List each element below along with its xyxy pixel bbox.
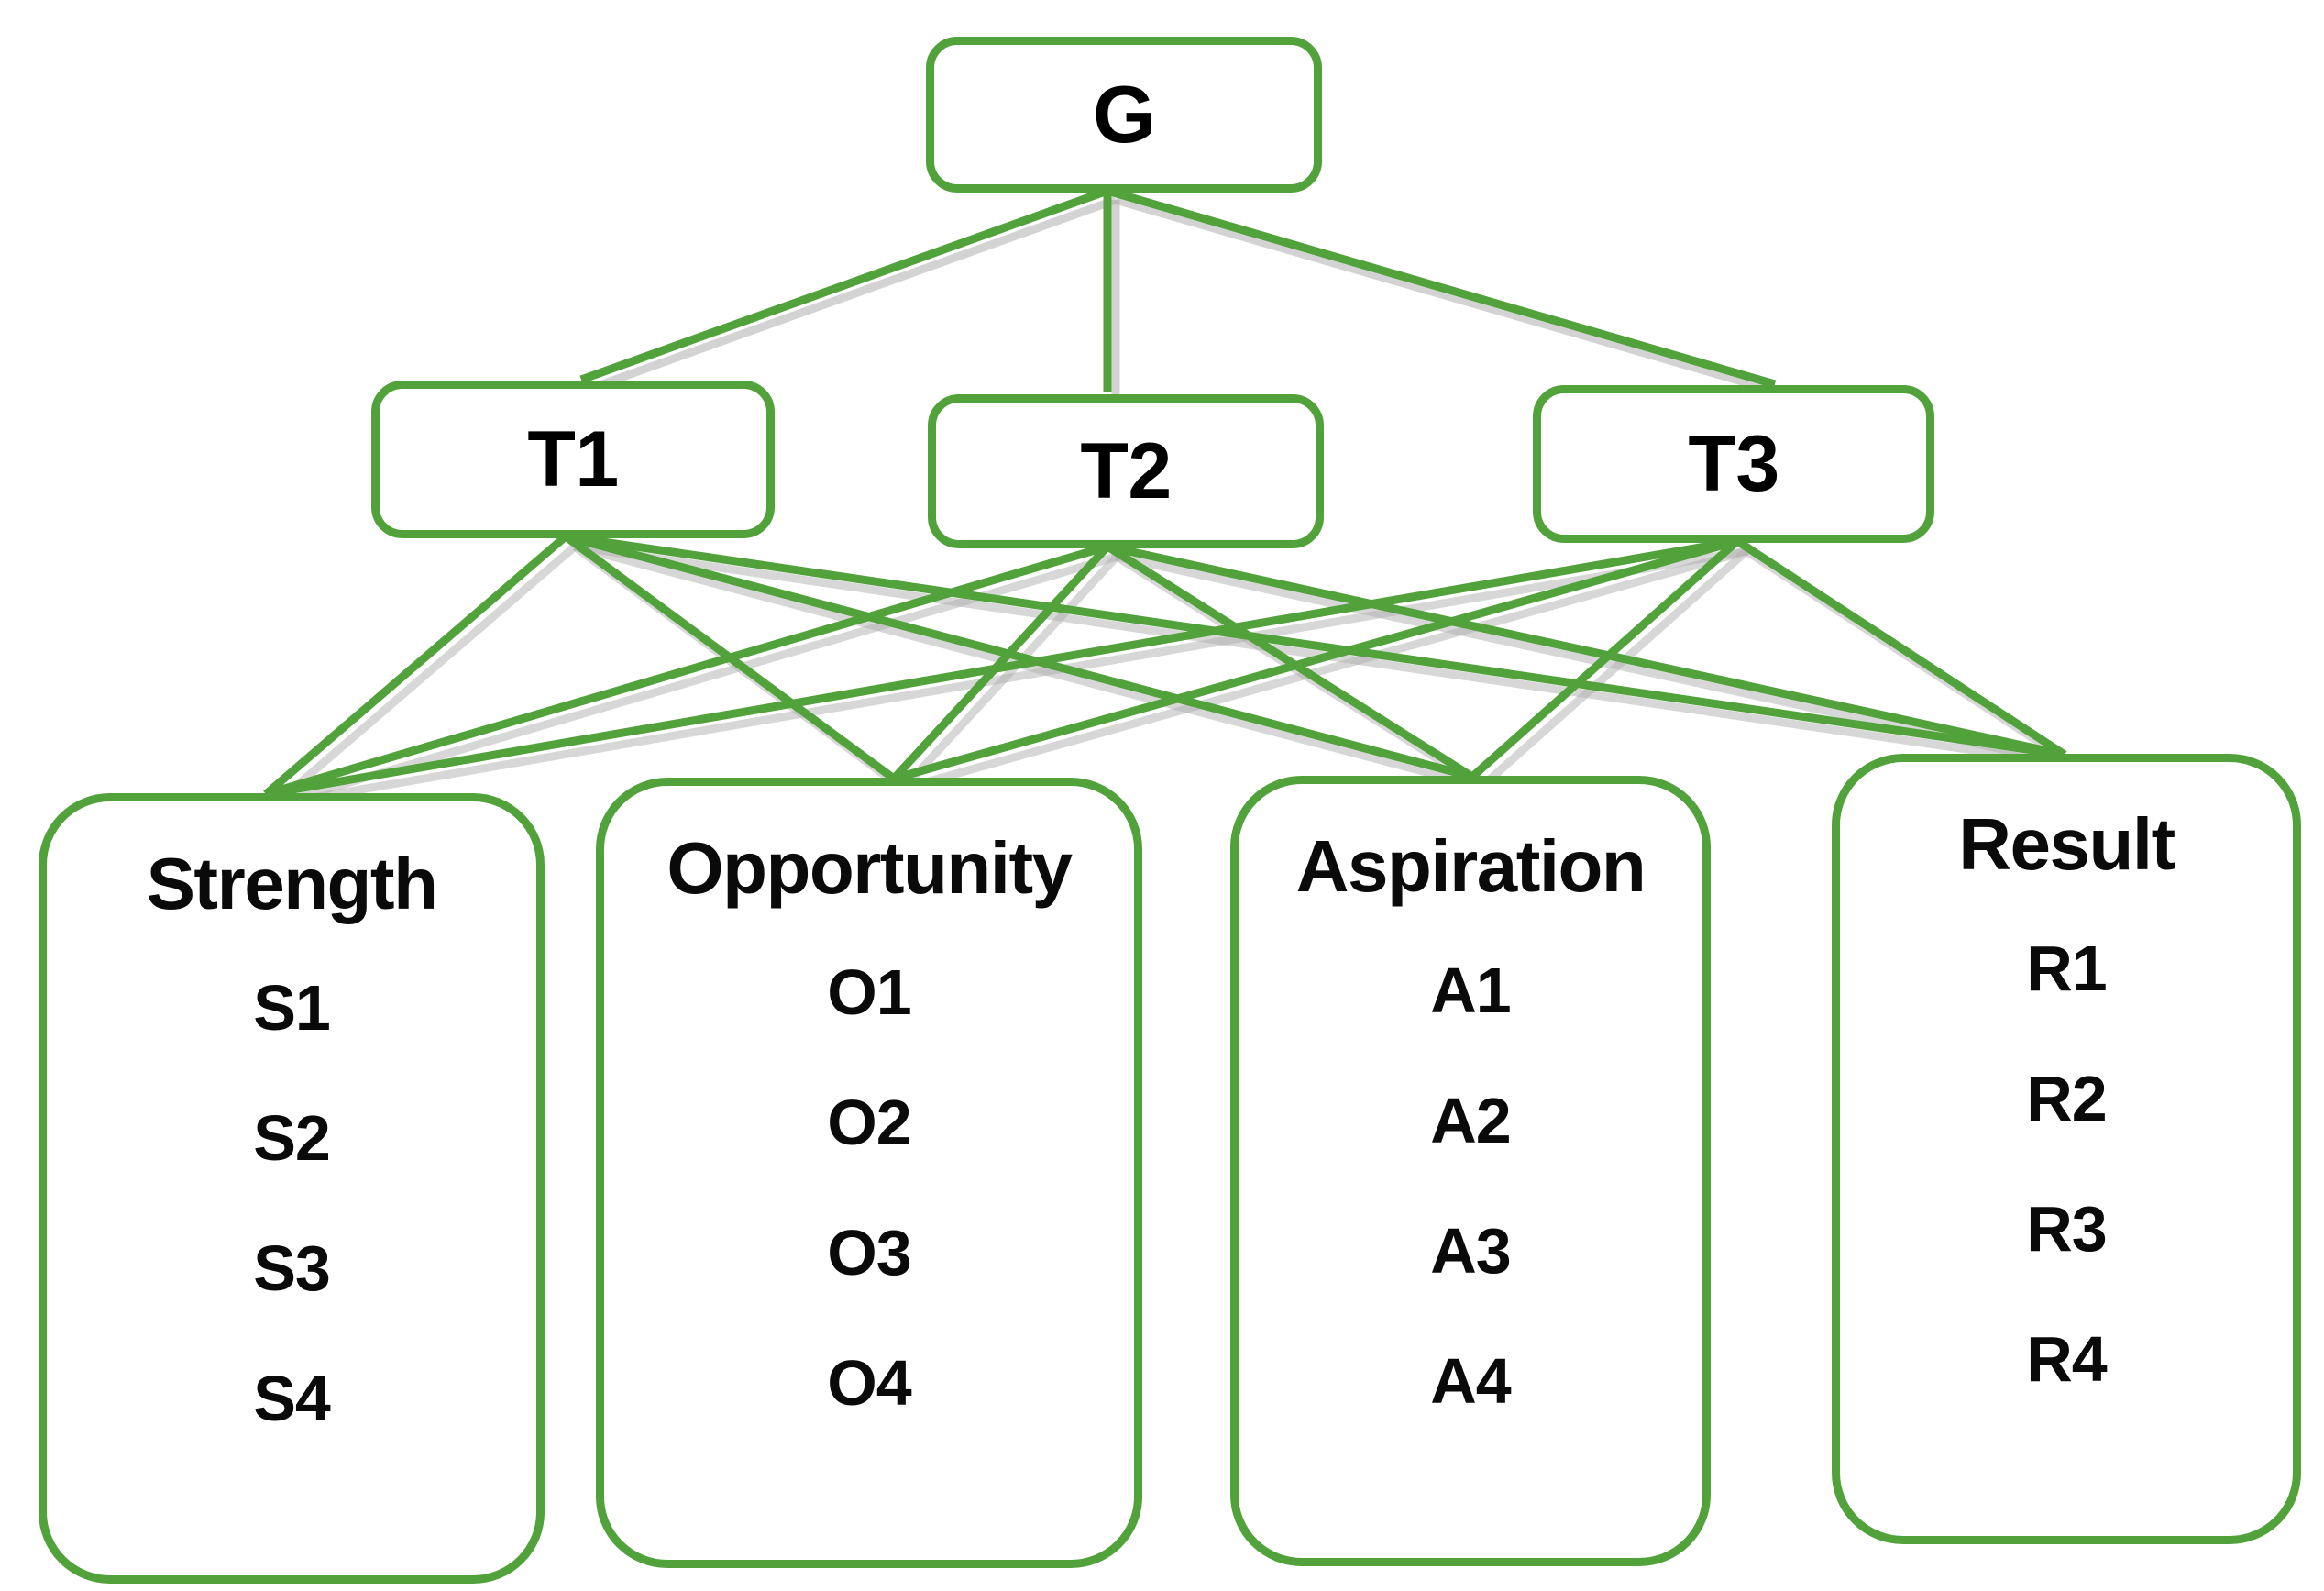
edge-t3-to-result — [1735, 537, 2067, 758]
edge-t3-to-opportunity — [892, 536, 1739, 783]
criteria-node-t3[interactable]: T3 — [1533, 385, 1934, 543]
category-item: S2 — [253, 1102, 331, 1174]
edge-shadow — [273, 552, 1118, 809]
category-title: Result — [1958, 803, 2175, 885]
edge-g-to-t3 — [1106, 186, 1777, 389]
edge-shadow — [274, 547, 1747, 809]
category-box-aspiration[interactable]: Aspiration A1 A2 A3 A4 — [1230, 776, 1711, 1566]
category-item-list: R1 R2 R3 R4 — [1840, 887, 2293, 1391]
criteria-node-label: T3 — [1688, 420, 1779, 508]
edge-t2-to-aspiration — [1105, 543, 1475, 780]
category-item: R1 — [2026, 933, 2107, 1004]
edge-shadow — [574, 542, 2075, 769]
criteria-node-t2[interactable]: T2 — [928, 394, 1324, 548]
category-item-list: O1 O2 O3 O4 — [604, 911, 1134, 1415]
edge-g-to-t1 — [579, 186, 1109, 384]
criteria-node-t1[interactable]: T1 — [371, 381, 775, 538]
category-item: A4 — [1430, 1345, 1511, 1417]
category-item: R3 — [2026, 1193, 2107, 1265]
category-item-list: S1 S2 S3 S4 — [47, 926, 536, 1431]
goal-node-label: G — [1093, 69, 1155, 160]
edge-shadow — [1479, 547, 1749, 790]
category-item: S4 — [253, 1363, 331, 1434]
edge-shadow — [573, 542, 1483, 791]
edge-t2-to-result — [1107, 542, 2065, 759]
category-item: O2 — [827, 1087, 911, 1158]
category-item: S3 — [253, 1232, 331, 1304]
edge-shadow — [1116, 552, 2075, 769]
edge-shadow — [899, 553, 1120, 792]
category-box-strength[interactable]: Strength S1 S2 S3 S4 — [39, 793, 545, 1584]
edge-t1-to-opportunity — [563, 533, 897, 782]
category-item: S1 — [253, 972, 331, 1044]
category-box-opportunity[interactable]: Opportunity O1 O2 O3 O4 — [596, 778, 1142, 1568]
edge-shadow — [1744, 547, 2076, 768]
edge-shadow — [272, 543, 578, 808]
edge-t3-to-aspiration — [1470, 537, 1740, 780]
edge-shadow — [588, 195, 1118, 393]
category-item: O3 — [827, 1217, 911, 1288]
category-item: R2 — [2026, 1063, 2107, 1134]
criteria-node-label: T1 — [527, 415, 619, 503]
edge-shadow — [572, 543, 906, 792]
category-title: Opportunity — [666, 827, 1073, 909]
category-title: Strength — [146, 843, 438, 924]
edge-t1-to-strength — [263, 533, 568, 798]
edge-shadow — [1114, 195, 1785, 398]
category-item: A1 — [1430, 955, 1511, 1026]
edge-shadow — [901, 547, 1748, 793]
edge-shadow — [1114, 553, 1484, 790]
category-item: O1 — [827, 956, 911, 1028]
edge-t1-to-aspiration — [564, 532, 1474, 781]
edge-t2-to-strength — [264, 542, 1109, 799]
criteria-node-label: T2 — [1080, 427, 1172, 515]
category-item: O4 — [827, 1347, 911, 1419]
category-item-list: A1 A2 A3 A4 — [1239, 909, 1702, 1413]
category-item: A2 — [1430, 1085, 1511, 1156]
edge-t3-to-strength — [265, 536, 1738, 799]
category-title: Aspiration — [1295, 825, 1647, 907]
goal-node[interactable]: G — [926, 37, 1322, 193]
category-box-result[interactable]: Result R1 R2 R3 R4 — [1832, 754, 2301, 1544]
category-item: A3 — [1430, 1215, 1511, 1287]
edge-t2-to-opportunity — [890, 543, 1111, 782]
edge-t1-to-result — [565, 532, 2065, 759]
category-item: R4 — [2026, 1323, 2107, 1395]
